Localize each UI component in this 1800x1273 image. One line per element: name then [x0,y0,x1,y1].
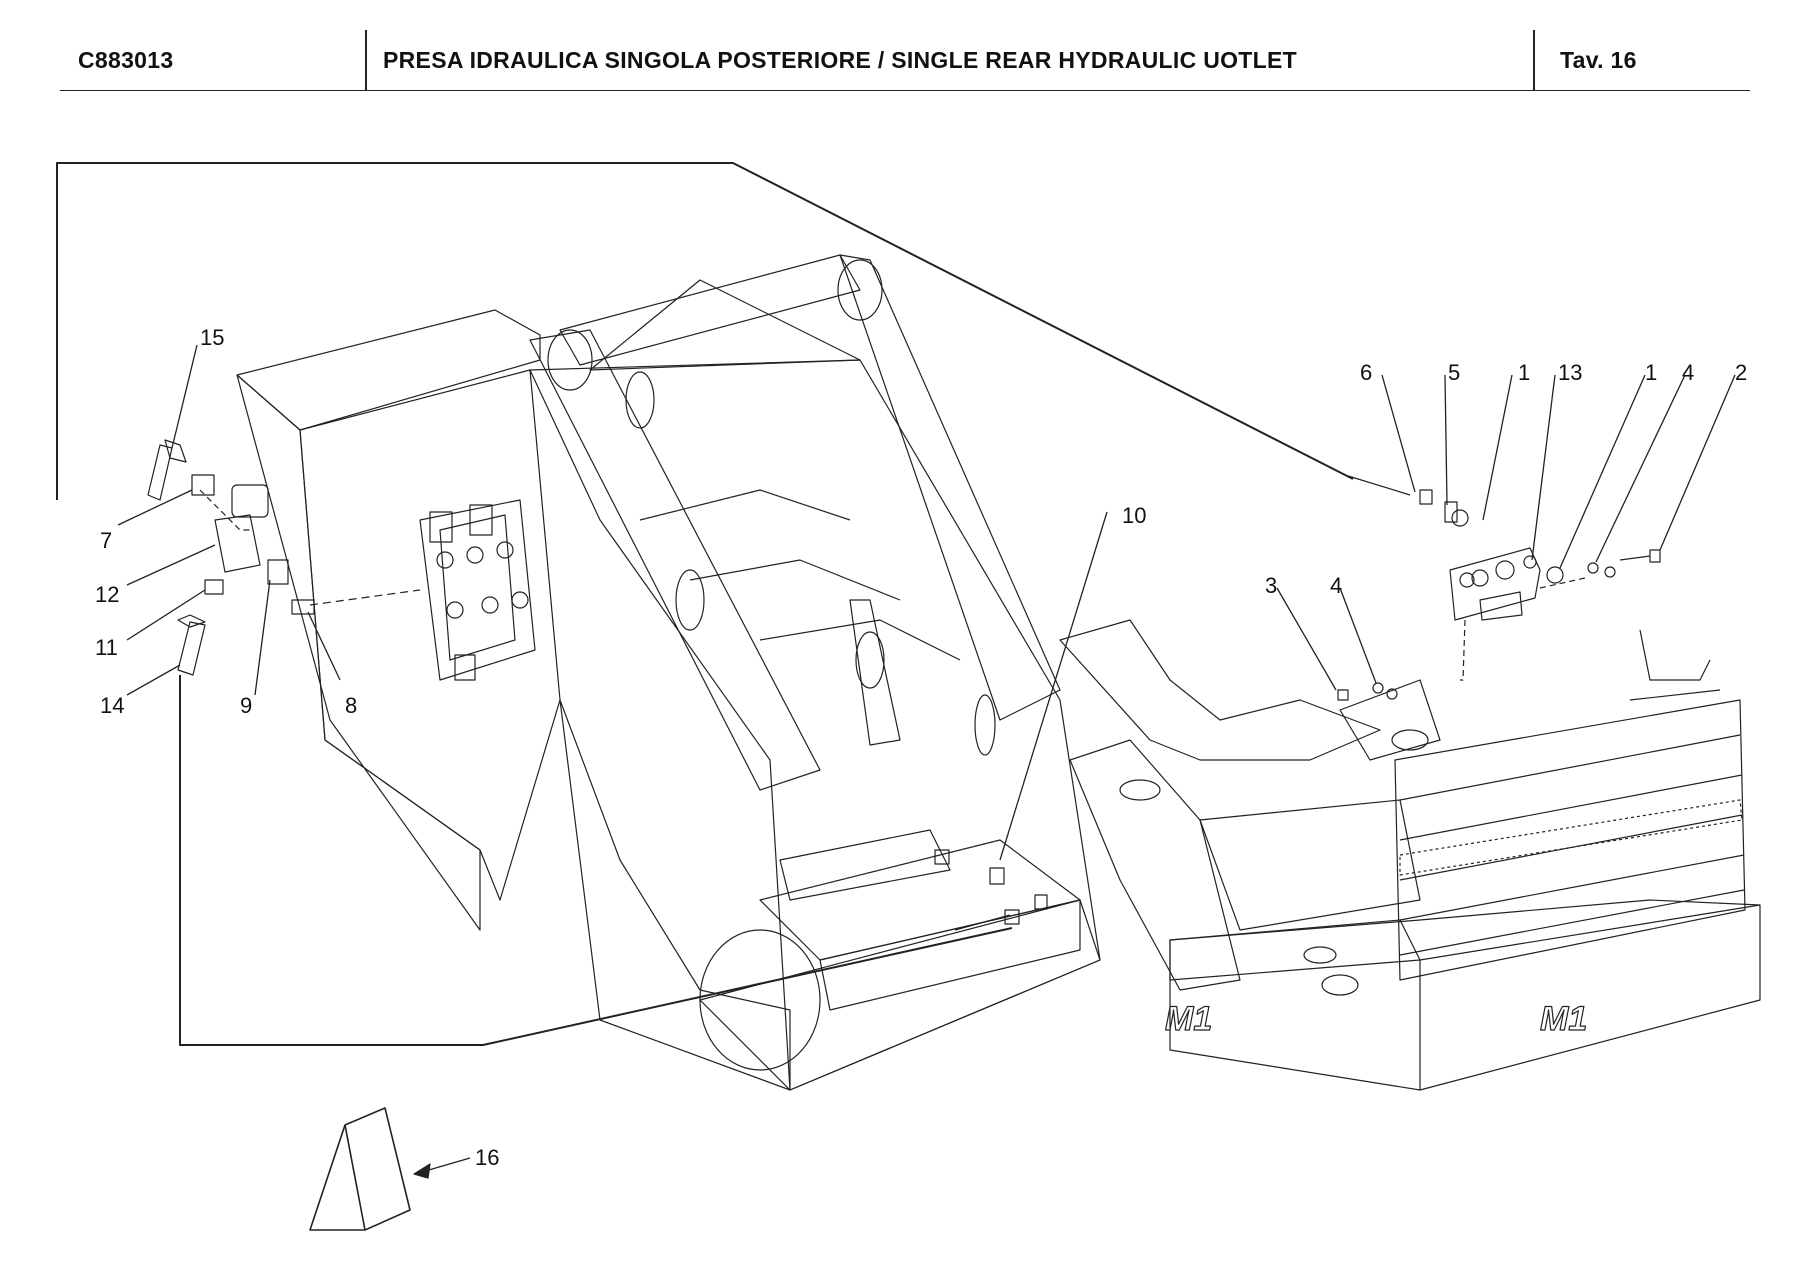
callout-9: 9 [240,693,252,718]
callout-8: 8 [345,693,357,718]
callout-16: 16 [475,1145,499,1170]
callout-12: 12 [95,582,119,607]
arrowhead [413,1163,431,1179]
callout-1: 1 [1518,360,1530,385]
callout-2: 2 [1735,360,1747,385]
grille-logo: M1 [1540,1000,1587,1038]
leader-lines [117,344,1736,1175]
callout-15: 15 [200,325,224,350]
callout-4: 4 [1682,360,1694,385]
callout-7: 7 [100,528,112,553]
callout-14: 14 [100,693,124,718]
callout-5: 5 [1448,360,1460,385]
rear-bumper [1169,899,1761,1091]
bumper-logo: M1 [1165,1000,1212,1038]
plate-number: Tav. 16 [1560,46,1637,73]
title-block: C883013 PRESA IDRAULICA SINGOLA POSTERIO… [60,30,1750,91]
callout-11: 11 [95,635,118,660]
radiator-grille [1394,629,1746,981]
hose-routing-line [56,162,1354,1046]
control-valve [419,499,536,681]
drawing-title: PRESA IDRAULICA SINGOLA POSTERIORE / SIN… [383,46,1297,73]
callout-10: 10 [1122,503,1146,528]
callout-13: 13 [1558,360,1582,385]
rear-frame [1059,619,1441,991]
fittings-left [147,439,421,676]
callout-3: 3 [1265,573,1277,598]
fittings-center [934,849,1048,931]
callout-4: 4 [1330,573,1342,598]
header-divider [1533,30,1535,90]
outlet-bracket [1337,474,1661,701]
chassis-frame [236,254,1101,1091]
callout-1: 1 [1645,360,1657,385]
drawing-code: C883013 [78,46,174,73]
safety-wedge [309,1107,411,1231]
callout-6: 6 [1360,360,1372,385]
header-divider [365,30,367,90]
